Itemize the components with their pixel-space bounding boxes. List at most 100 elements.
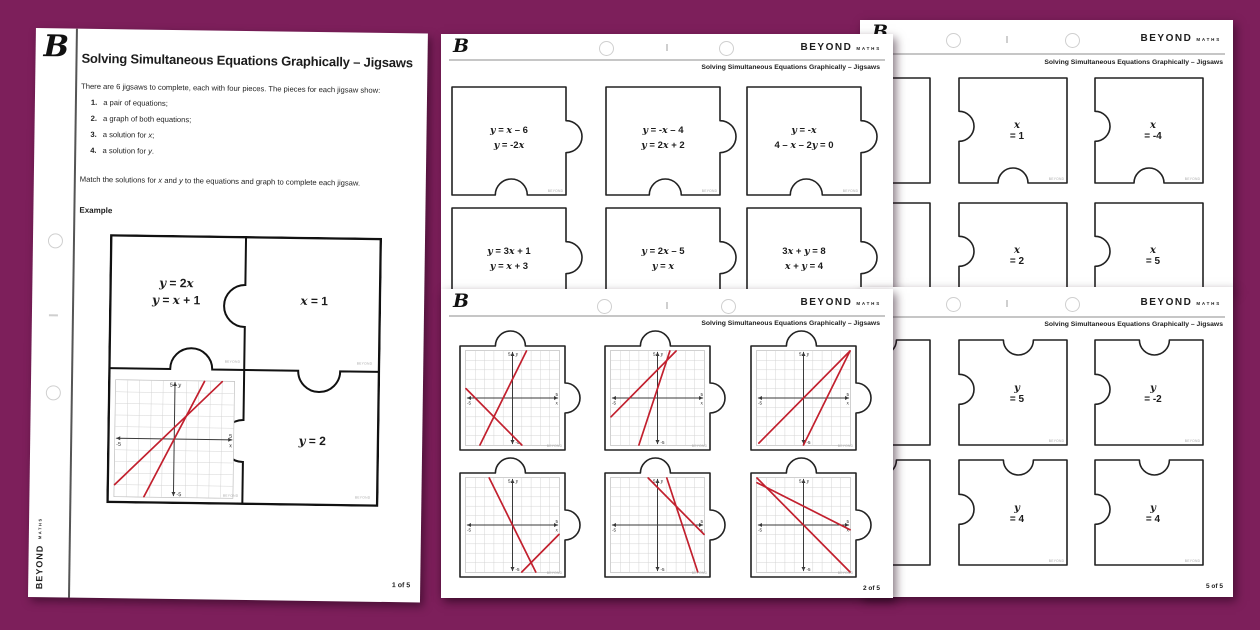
list-text: a solution for x; <box>102 129 155 140</box>
piece-watermark: BEYOND <box>1184 177 1200 181</box>
beyond-logo-icon: B <box>453 290 470 312</box>
list-number: 2. <box>90 113 98 123</box>
equation-line: y = x <box>651 261 675 272</box>
piece-watermark: BEYOND <box>546 444 562 448</box>
piece-watermark: BEYOND <box>224 360 241 364</box>
svg-text:y: y <box>806 353 810 358</box>
x-solution-piece: x = 1 BEYOND <box>958 77 1068 184</box>
intro-text: There are 6 jigsaws to complete, each wi… <box>81 81 381 95</box>
svg-text:y: y <box>806 480 810 485</box>
jigsaw-equations: y = 2x y = x + 1 <box>117 274 235 310</box>
punch-hole-icon <box>599 41 614 56</box>
equation-pair: y = 2x – 5 y = x <box>606 208 720 316</box>
punch-dash-icon <box>1006 300 1008 307</box>
svg-text:x: x <box>555 529 558 534</box>
svg-text:5: 5 <box>700 519 703 524</box>
svg-text:x: x <box>700 402 703 407</box>
svg-text:5: 5 <box>846 392 849 397</box>
svg-text:5: 5 <box>229 434 232 440</box>
page-subtitle: Solving Simultaneous Equations Graphical… <box>1044 321 1223 328</box>
svg-text:-5: -5 <box>807 567 811 572</box>
jigsaw-x-solution: x = 1 <box>300 293 329 309</box>
svg-text:5: 5 <box>653 479 656 484</box>
brand-tagline: MATHS <box>37 517 43 540</box>
header-rule <box>868 53 1225 56</box>
svg-text:5: 5 <box>846 519 849 524</box>
y-solution-piece: y = 4 BEYOND <box>1094 459 1204 566</box>
equation-line: y = 2x + 2 <box>641 140 685 151</box>
brand-name: BEYOND <box>800 42 853 53</box>
margin-divider-line <box>67 28 78 598</box>
equation-piece: y = -x 4 – x – 2y = 0 BEYOND <box>746 86 878 196</box>
list-item: 4.a solution for y. <box>90 146 390 160</box>
svg-text:-5: -5 <box>516 440 520 445</box>
svg-text:-5: -5 <box>758 401 762 406</box>
equation-piece: y = x – 6 y = -2x BEYOND <box>451 86 583 196</box>
svg-text:5: 5 <box>555 392 558 397</box>
x-solution-piece: x = 5 <box>1094 202 1204 290</box>
header-rule <box>449 59 885 62</box>
list-item: 3.a solution for x; <box>90 130 390 144</box>
page-subtitle: Solving Simultaneous Equations Graphical… <box>701 320 880 327</box>
y-solution-piece: y = -2 BEYOND <box>1094 339 1204 446</box>
list-text: a pair of equations; <box>103 98 168 108</box>
equation-piece: y = -x – 4 y = 2x + 2 BEYOND <box>605 86 737 196</box>
equation-line: y = 3x + 1 <box>487 246 531 257</box>
svg-text:-5: -5 <box>612 401 616 406</box>
svg-text:5: 5 <box>170 382 173 388</box>
svg-text:5: 5 <box>799 352 802 357</box>
punch-dash-icon <box>48 314 58 317</box>
page-number: 1 of 5 <box>391 582 411 590</box>
svg-text:-5: -5 <box>612 528 616 533</box>
svg-text:x: x <box>229 443 233 449</box>
piece-watermark: BEYOND <box>546 571 562 575</box>
match-instruction: Match the solutions for x and y to the e… <box>79 174 361 188</box>
header-rule <box>449 315 885 318</box>
y-solution-label: y = 5 <box>1009 382 1025 405</box>
brand-tagline: MATHS <box>1196 37 1221 42</box>
punch-hole-icon <box>45 385 61 401</box>
piece-watermark: BEYOND <box>837 444 853 448</box>
page-number: 2 of 5 <box>863 585 880 592</box>
brand-name: BEYOND <box>1140 33 1193 44</box>
svg-text:-5: -5 <box>467 401 471 406</box>
list-text: a solution for y. <box>102 145 155 156</box>
equation-line: y = -x <box>791 125 817 136</box>
piece-watermark: BEYOND <box>354 496 371 500</box>
jigsaw-y-solution: y = 2 <box>298 433 326 449</box>
equation-pair: y = -x – 4 y = 2x + 2 <box>606 87 720 195</box>
svg-text:y: y <box>177 383 182 389</box>
example-label: Example <box>79 205 113 216</box>
piece-watermark: BEYOND <box>1184 559 1200 563</box>
equation-line: y = -2x <box>493 140 525 151</box>
piece-watermark: BEYOND <box>837 571 853 575</box>
piece-watermark: BEYOND <box>1048 439 1064 443</box>
y-solution-piece: y = 5 BEYOND <box>958 339 1068 446</box>
list-item: 2.a graph of both equations; <box>91 114 391 128</box>
svg-text:-5: -5 <box>516 567 520 572</box>
svg-text:-5: -5 <box>758 528 762 533</box>
punch-dash-icon <box>666 44 668 51</box>
beyond-logo-icon: B <box>453 35 470 57</box>
equation-line: y = x – 6 <box>490 125 528 136</box>
piece-watermark: BEYOND <box>691 444 707 448</box>
punch-hole-icon <box>47 233 64 249</box>
worksheet-page-graphs: B BEYOND MATHS Solving Simultaneous Equa… <box>441 289 893 598</box>
punch-hole-icon <box>719 41 734 56</box>
equation-line: x + y = 4 <box>784 261 824 272</box>
svg-text:5: 5 <box>508 352 511 357</box>
graph-piece: 5y-55x-5 BEYOND <box>604 457 726 578</box>
svg-text:5: 5 <box>653 352 656 357</box>
x-solution-label: x = 2 <box>1009 244 1025 267</box>
equation-line: y = 2x – 5 <box>641 246 685 257</box>
piece-watermark: BEYOND <box>222 494 239 498</box>
y-solution-label: y = 4 <box>1145 502 1161 525</box>
svg-text:y: y <box>660 353 664 358</box>
piece-watermark: BEYOND <box>547 189 563 193</box>
svg-text:-5: -5 <box>467 528 471 533</box>
equation-line: 3x + y = 8 <box>782 246 826 257</box>
